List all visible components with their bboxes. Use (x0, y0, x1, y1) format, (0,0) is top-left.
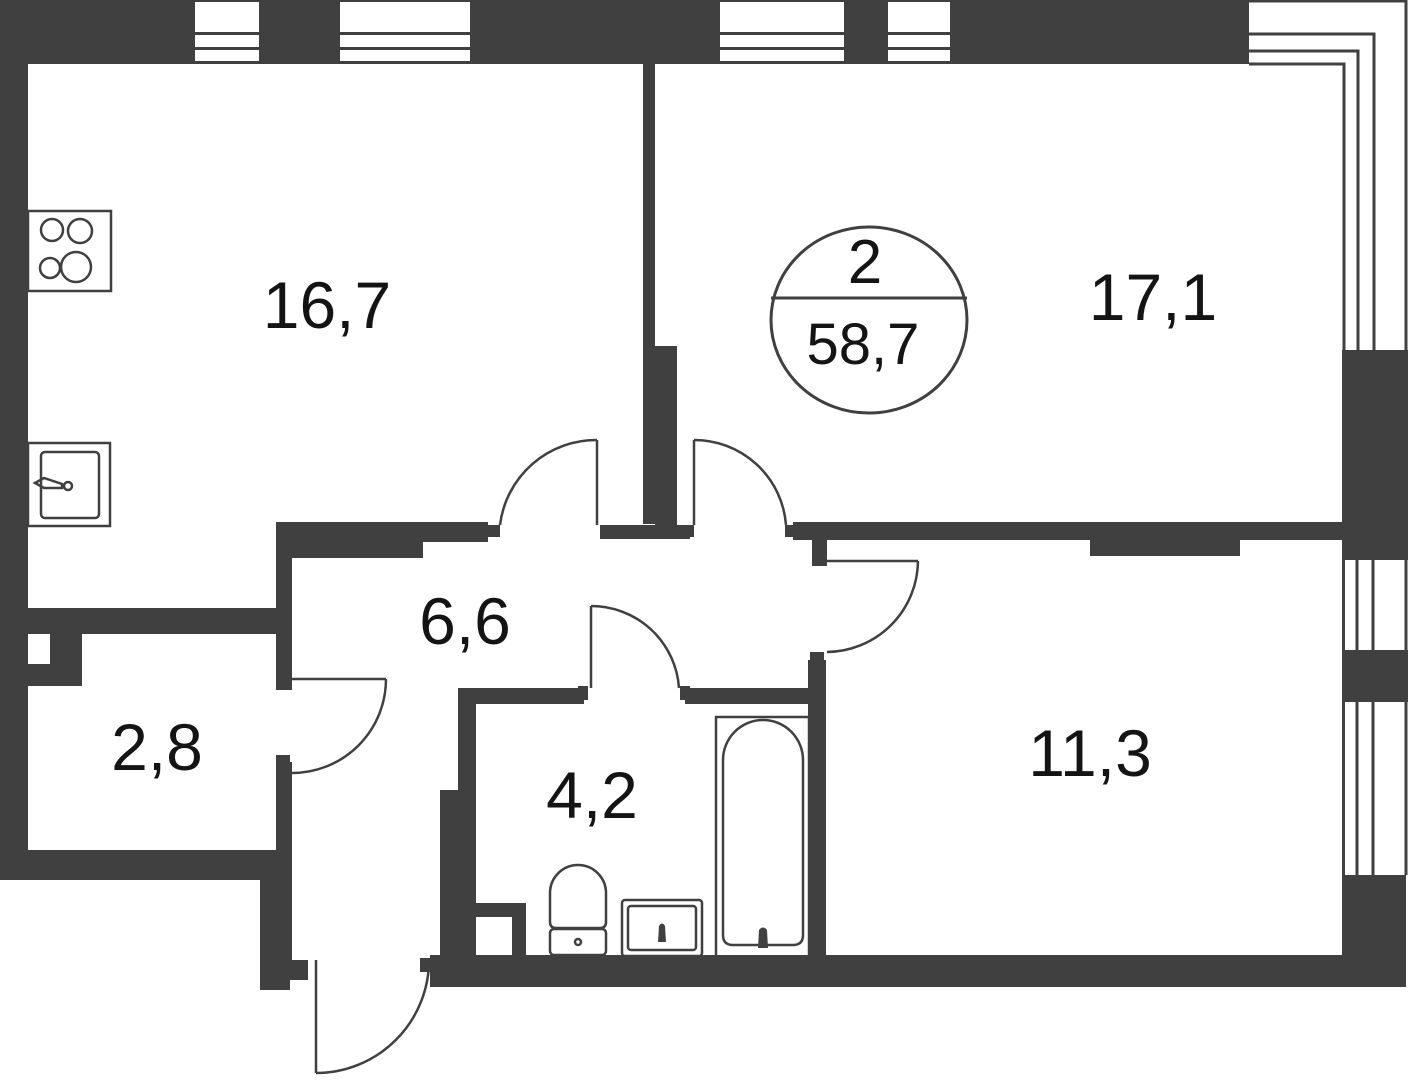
windows-right (1345, 560, 1408, 875)
outer-walls (0, 0, 1408, 990)
windows-top (195, 2, 950, 61)
door-kitchen[interactable] (498, 438, 599, 526)
room-area-kitchen-living: 16,7 (263, 268, 391, 342)
shaft-icon (476, 917, 512, 955)
room-area-bedroom-2: 11,3 (1028, 716, 1152, 790)
rooms-count: 2 (848, 228, 882, 297)
kitchen-sink-icon (26, 441, 112, 528)
window-corner (1249, 0, 1408, 350)
doors (291, 438, 920, 1075)
room-area-bathroom: 4,2 (546, 758, 638, 832)
room-area-hallway: 6,6 (419, 584, 511, 658)
door-entrance[interactable] (314, 959, 431, 1075)
total-area: 58,7 (807, 312, 920, 377)
apartment-badge: 2 58,7 (769, 225, 969, 415)
door-bedroom-1[interactable] (692, 438, 788, 526)
bathroom-sink-icon (620, 898, 704, 958)
stove-icon (26, 209, 113, 293)
toilet-icon (548, 863, 608, 957)
interior-walls (28, 64, 1343, 980)
room-area-bedroom-1: 17,1 (1089, 260, 1217, 334)
door-bathroom[interactable] (589, 604, 681, 689)
door-storage[interactable] (291, 677, 388, 775)
door-bedroom-2[interactable] (826, 559, 920, 654)
room-area-storage: 2,8 (111, 710, 203, 784)
bathtub-icon (714, 715, 811, 959)
room-labels: 16,7 17,1 6,6 2,8 4,2 11,3 (111, 260, 1217, 832)
